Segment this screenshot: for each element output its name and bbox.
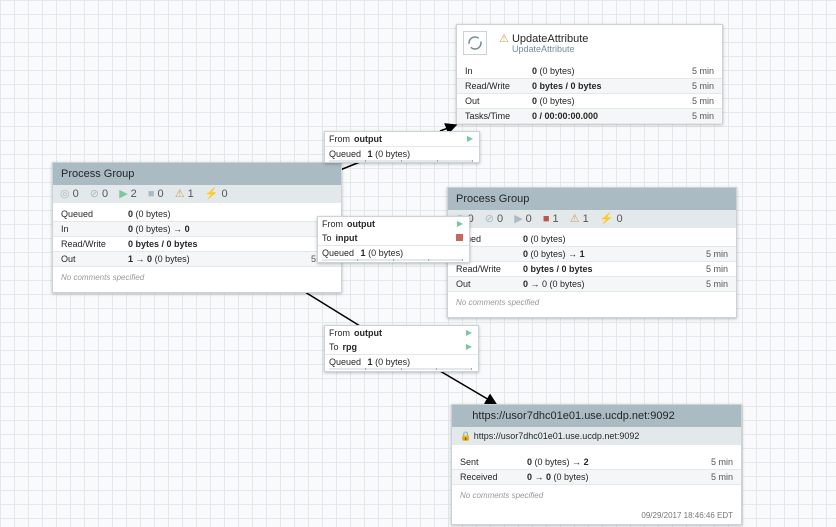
running-icon: ▶ <box>119 188 128 200</box>
link-bottom-1 <box>304 291 361 327</box>
queue-bar <box>329 160 473 162</box>
queue-bar <box>329 368 472 370</box>
rpg-comments: No comments specified <box>460 491 544 500</box>
invalid-icon: ⚠ <box>569 213 580 225</box>
stopped-icon: ■ <box>147 188 155 200</box>
conn-queued: Queued 1 (0 bytes) <box>325 354 478 371</box>
process-group-title: Process Group <box>448 188 736 210</box>
process-group-status-bar: ◎0 ⊘0 ▶2 ■0 ⚠1 ⚡0 <box>53 185 341 203</box>
conn-queued: Queued 1 (0 bytes) <box>325 146 479 163</box>
transmitting-icon: ◎ <box>60 188 70 200</box>
disabled-icon: ⚡ <box>599 213 614 225</box>
rpg-url-bar: 🔒 https://usor7dhc01e01.use.ucdp.net:909… <box>452 427 741 445</box>
running-icon: ▶ <box>465 328 472 337</box>
not-transmitting-icon: ⊘ <box>89 188 100 200</box>
rpg-url: https://usor7dhc01e01.use.ucdp.net:9092 <box>473 431 640 441</box>
process-group-status-bar: ◎0 ⊘0 ▶0 ■1 ⚠1 ⚡0 <box>448 210 736 228</box>
conn-queued: Queued 1 (0 bytes) <box>318 245 469 262</box>
queue-bar <box>322 259 463 261</box>
stopped-icon <box>456 234 463 241</box>
warning-icon: ⚠ <box>499 33 509 45</box>
processor-type-icon <box>463 31 487 55</box>
pg-left-in: In0 (0 bytes) → 05 <box>53 221 341 237</box>
lock-icon: 🔒 <box>460 431 472 441</box>
not-transmitting-icon: ⊘ <box>484 213 495 225</box>
link-bottom-2 <box>439 370 498 405</box>
running-icon: ▶ <box>514 213 523 225</box>
rpg-last-refreshed: 09/29/2017 18:46:46 EDT <box>641 511 733 520</box>
disabled-icon: ⚡ <box>204 188 219 200</box>
rpg-title-bar: ⊘ https://usor7dhc01e01.use.ucdp.net:909… <box>452 405 741 427</box>
stopped-icon: ■ <box>542 213 550 225</box>
link-top-2 <box>439 123 458 135</box>
running-icon: ▶ <box>466 134 473 143</box>
rpg-title: https://usor7dhc01e01.use.ucdp.net:9092 <box>472 410 675 422</box>
invalid-icon: ⚠ <box>174 188 185 200</box>
processor-type: UpdateAttribute <box>512 44 575 54</box>
remote-process-group[interactable]: ⊘ https://usor7dhc01e01.use.ucdp.net:909… <box>451 404 742 525</box>
running-icon: ▶ <box>456 219 463 228</box>
not-transmitting-icon: ⊘ <box>460 410 470 422</box>
pg-right-comments: No comments specified <box>456 298 540 307</box>
running-icon: ▶ <box>465 342 472 351</box>
process-group-title: Process Group <box>53 163 341 185</box>
pg-left-comments: No comments specified <box>61 273 145 282</box>
processor-name: UpdateAttribute <box>511 33 589 45</box>
